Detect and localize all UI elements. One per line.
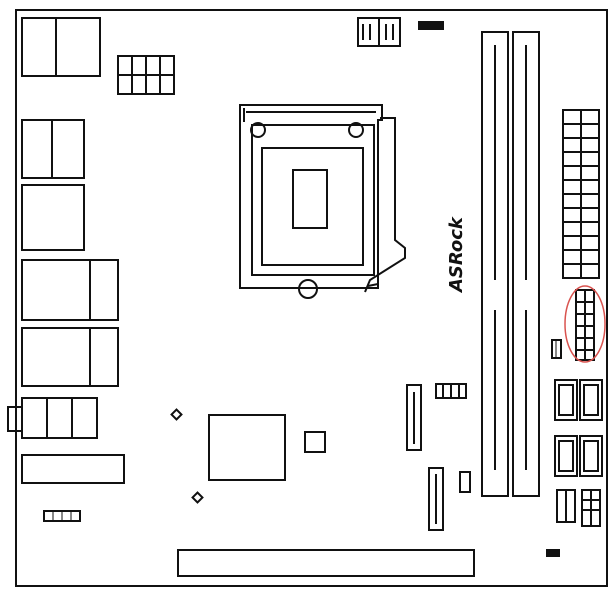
cpu-fan-header <box>357 17 401 47</box>
dimm-slot-b <box>512 31 540 497</box>
small-jumper-top <box>418 21 444 30</box>
cpu-socket <box>239 104 406 299</box>
system-header <box>581 489 601 527</box>
pcie-slot <box>177 549 475 577</box>
brand-label: ASRock <box>446 216 467 294</box>
front-panel-header <box>556 489 576 523</box>
sata-port-4 <box>579 435 603 477</box>
usb3-header <box>575 289 595 361</box>
m2-slot-top <box>406 384 422 451</box>
chipset <box>208 414 286 481</box>
m2-slot-bottom <box>428 467 444 531</box>
diamond-marker-2 <box>191 491 204 504</box>
board-outline <box>15 9 608 587</box>
sata-port-2 <box>579 379 603 421</box>
sata-port-3 <box>554 435 578 477</box>
atx-power-connector <box>562 109 600 279</box>
rear-io-panel <box>7 17 125 484</box>
small-jumper-bottom <box>546 549 560 557</box>
cpu-power-connector <box>117 55 175 95</box>
fan-header-middle <box>435 383 467 399</box>
sata-port-1 <box>554 379 578 421</box>
dimm-slot-a <box>481 31 509 497</box>
jumper-small-2 <box>459 471 471 493</box>
small-ic <box>304 431 326 453</box>
diamond-marker-1 <box>170 408 183 421</box>
bottom-left-header <box>43 510 81 522</box>
usb-header-highlight <box>564 285 606 363</box>
